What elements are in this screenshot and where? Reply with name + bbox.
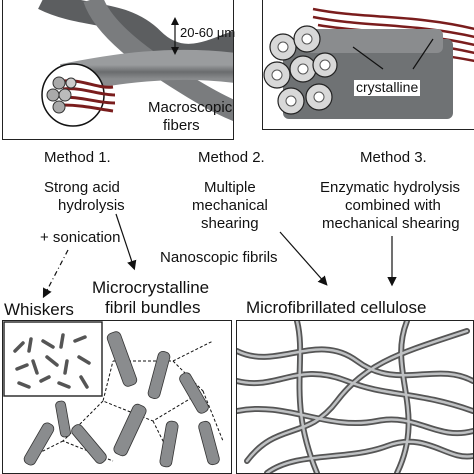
macroscopic-fiber-illustration bbox=[38, 0, 233, 127]
whisker-rods bbox=[13, 333, 91, 389]
nanoscopic-label: Nanoscopic fibrils bbox=[160, 249, 278, 266]
method3-line1: Enzymatic hydrolysis bbox=[320, 179, 461, 196]
method1-heading: Method 1. bbox=[44, 149, 111, 166]
macroscopic-fibers-panel bbox=[2, 0, 234, 140]
microcrystalline-illustration bbox=[3, 321, 224, 468]
arrow-method2 bbox=[279, 231, 328, 286]
fibril-rods bbox=[23, 331, 220, 468]
fiber-strand bbox=[38, 0, 233, 66]
fibril-bundle bbox=[46, 76, 116, 114]
mfc-label: Microfibrillated cellulose bbox=[246, 298, 427, 317]
method3-heading: Method 3. bbox=[360, 149, 427, 166]
method3-line2: combined with bbox=[345, 197, 441, 214]
arrow-head bbox=[171, 17, 179, 25]
mcb-label-line2: fibril bundles bbox=[105, 298, 201, 317]
macroscopic-label-line1: Macroscopic bbox=[148, 99, 233, 116]
pointer-line bbox=[412, 38, 434, 70]
crystalline-illustration bbox=[263, 7, 474, 119]
mfc-panel bbox=[236, 320, 474, 474]
method2-line2: mechanical bbox=[192, 197, 268, 214]
method2-line1: Multiple bbox=[204, 179, 256, 196]
arrow-head bbox=[171, 47, 179, 55]
method2-line3: shearing bbox=[201, 215, 259, 232]
whiskers-label: Whiskers bbox=[4, 300, 74, 319]
method2-heading: Method 2. bbox=[198, 149, 265, 166]
dimension-label: 20-60 μm bbox=[180, 25, 236, 40]
fiber-strand bbox=[83, 0, 233, 122]
method1-line2: hydrolysis bbox=[58, 197, 125, 214]
arrow-sonication bbox=[42, 249, 69, 299]
macroscopic-label-line2: fibers bbox=[163, 117, 200, 134]
method3-line3: mechanical shearing bbox=[322, 215, 460, 232]
bundle-cross-sections bbox=[263, 25, 338, 115]
mfc-illustration bbox=[237, 321, 473, 473]
sonication-label: + sonication bbox=[40, 229, 121, 246]
mcb-label-line1: Microcrystalline bbox=[92, 278, 210, 297]
method1-line1: Strong acid bbox=[44, 179, 120, 196]
crystalline-label: crystalline bbox=[354, 79, 421, 96]
pointer-line bbox=[352, 46, 384, 70]
mfc-network bbox=[237, 321, 473, 473]
microcrystalline-panel bbox=[2, 320, 232, 474]
crystalline-panel bbox=[262, 0, 474, 130]
